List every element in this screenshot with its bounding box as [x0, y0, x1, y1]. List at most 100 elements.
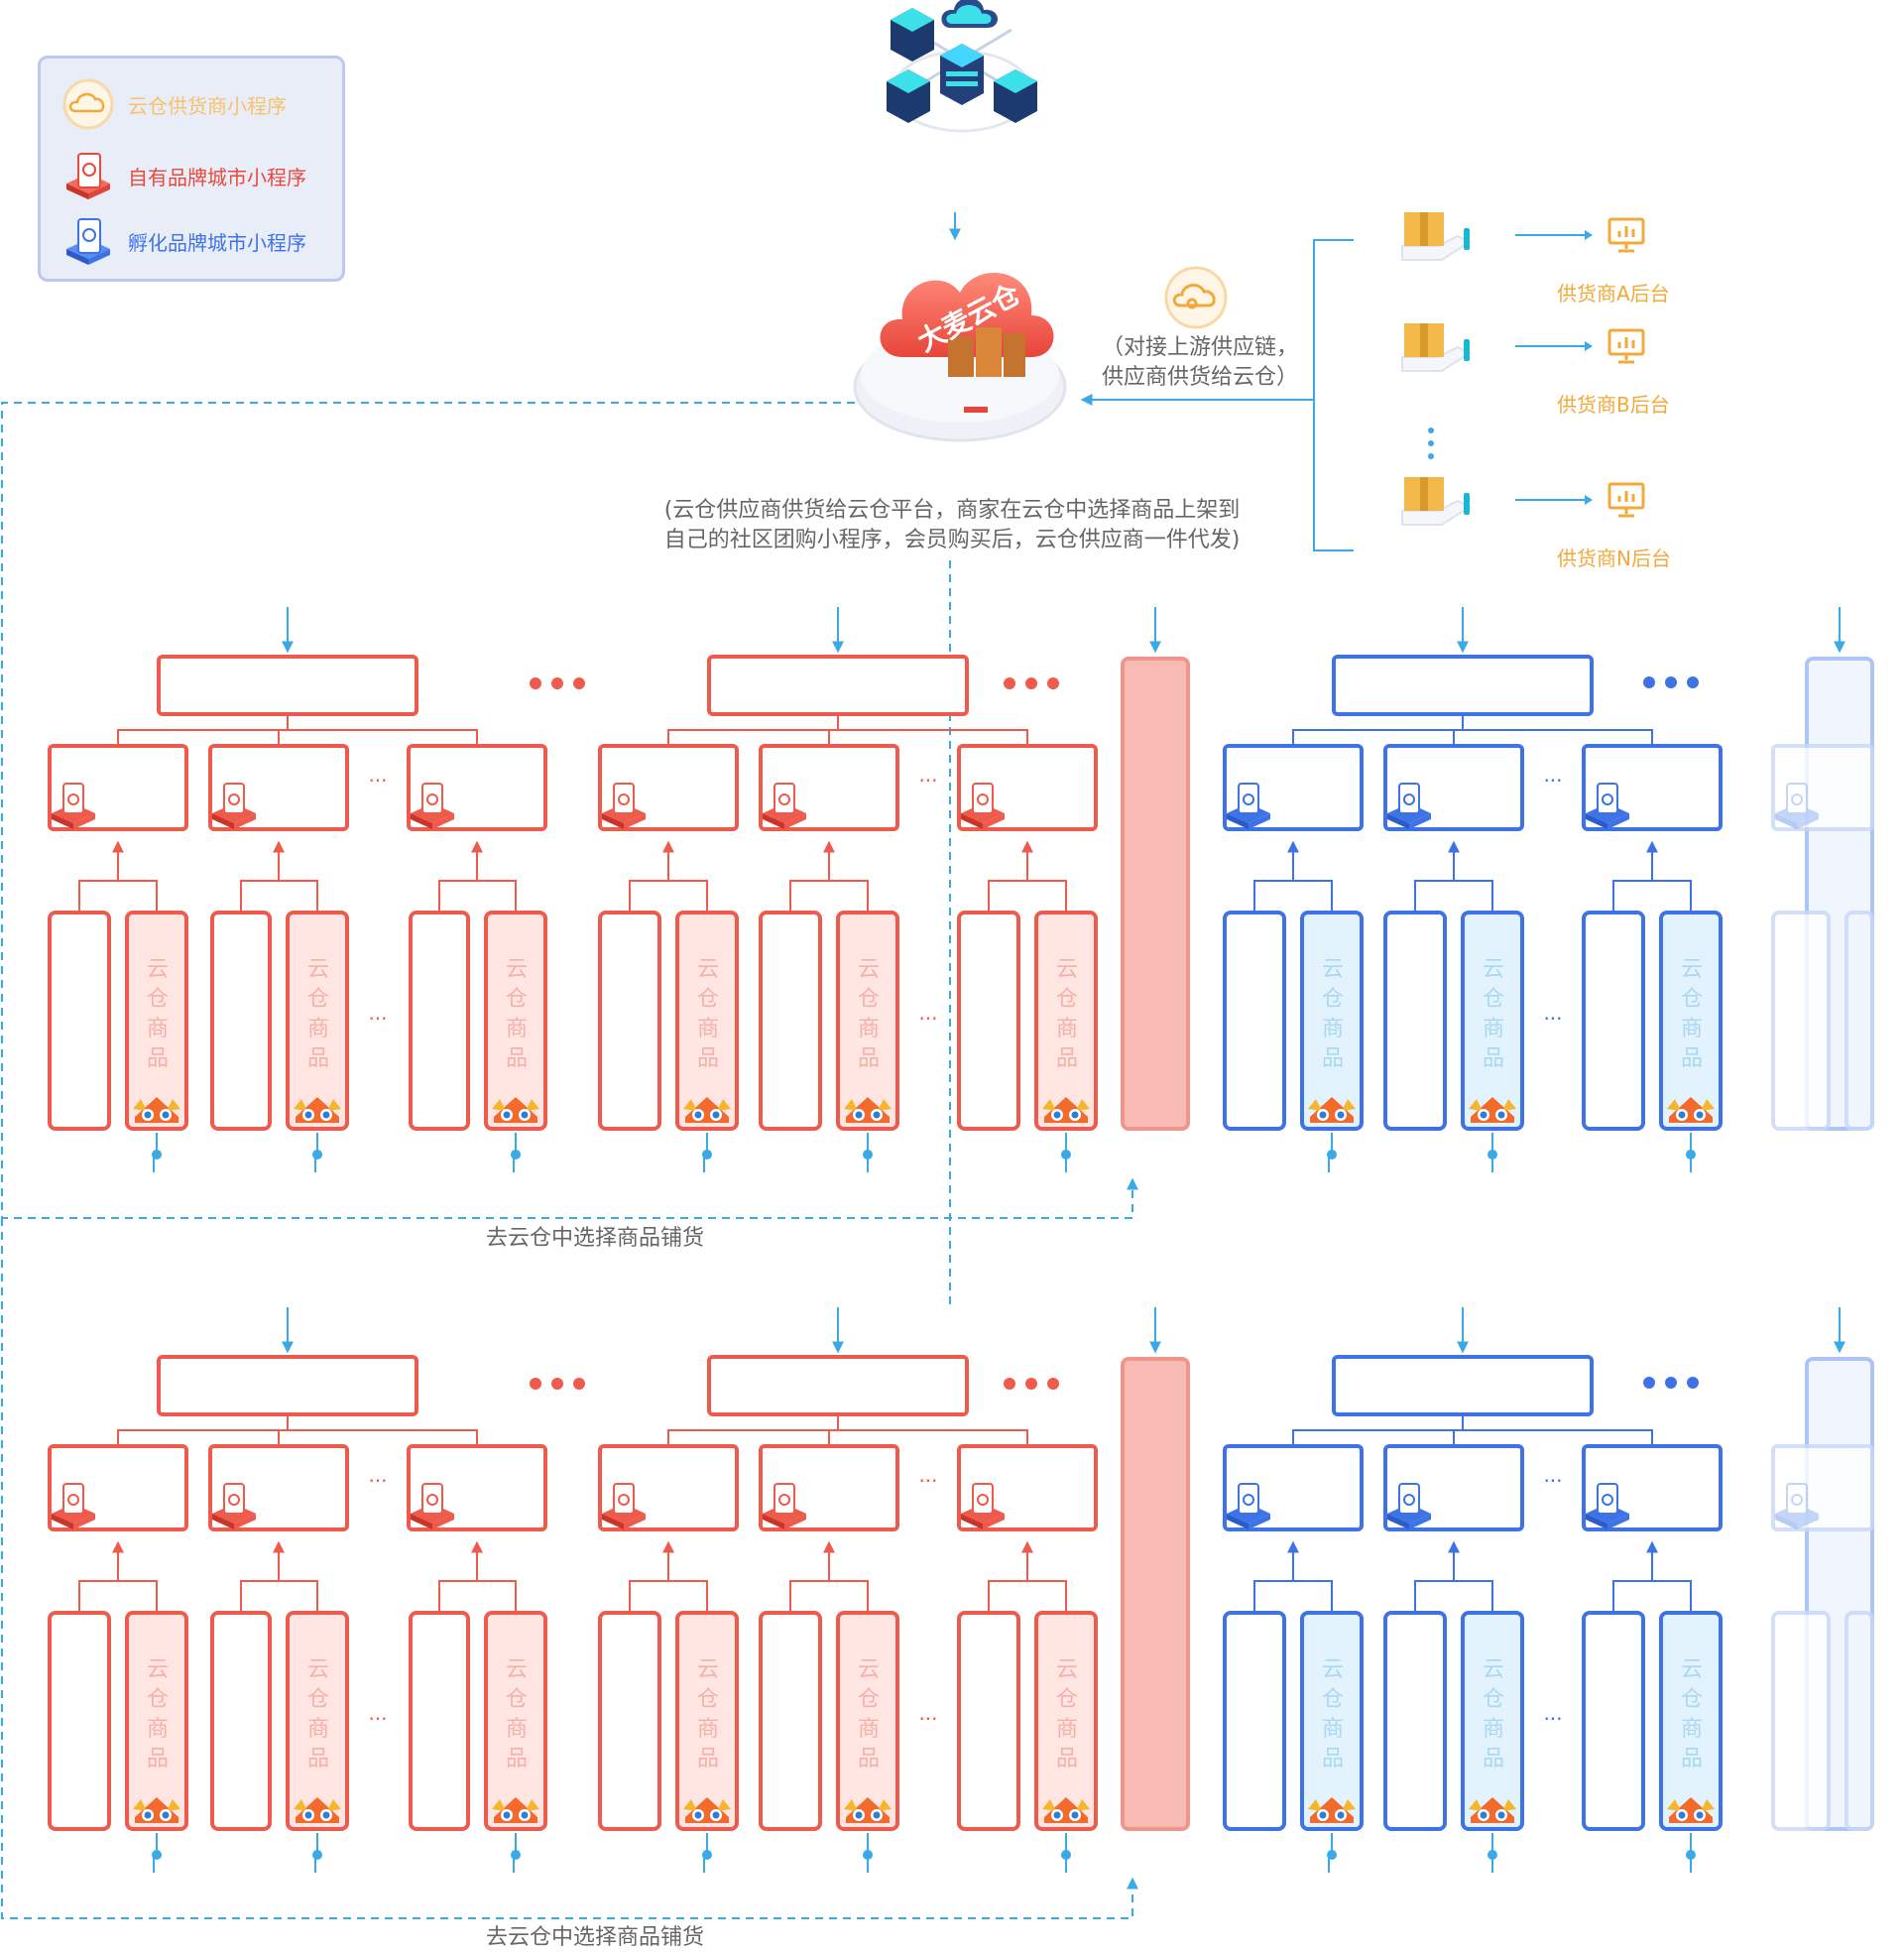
branch-line — [1612, 880, 1692, 913]
tall-red-bar — [1121, 657, 1190, 1131]
blue-phone-box-icon — [1227, 783, 1270, 829]
more-dots — [1643, 1377, 1655, 1389]
column-text: 云仓商品 — [307, 1657, 329, 1771]
store-column — [1223, 911, 1286, 1131]
faded-store-column — [1771, 1611, 1831, 1831]
mascot-face-icon — [844, 1097, 892, 1123]
red-phone-box-icon — [602, 1483, 646, 1529]
mascot-face-icon — [1469, 1097, 1516, 1123]
connector-dot — [511, 1850, 521, 1860]
blue-phone-box-icon — [1586, 1483, 1629, 1529]
mascot-face-icon — [294, 1097, 341, 1123]
supplier-label: 供货商B后台 — [1557, 393, 1670, 417]
branch-line — [438, 880, 517, 913]
red-phone-box-icon — [961, 1483, 1005, 1529]
blue-phone-box-icon — [1387, 783, 1431, 829]
section-caption: 去云仓中选择商品铺货 — [485, 1226, 704, 1251]
branch-line — [438, 1580, 517, 1613]
red-phone-box-icon — [763, 783, 806, 829]
connector-dot — [1686, 1850, 1696, 1860]
box-hand-icon — [1401, 212, 1473, 261]
column-text: 云仓商品 — [1322, 957, 1344, 1071]
legend-label: 云仓供货商小程序 — [128, 93, 287, 118]
ellipsis-text: ··· — [918, 1007, 937, 1031]
store-column — [759, 911, 822, 1131]
cloud-goods-column — [675, 1611, 739, 1831]
legend-panel: 云仓供货商小程序 自有品牌城市小程序 孵化品牌城市小程序 — [38, 56, 345, 282]
column-text: 云仓商品 — [147, 957, 169, 1071]
ellipsis-text: ··· — [918, 769, 937, 793]
cloud-goods-column — [836, 911, 899, 1131]
ellipsis-text: ··· — [368, 1469, 387, 1493]
column-text: 云仓商品 — [1681, 957, 1703, 1071]
column-text: 云仓商品 — [697, 957, 719, 1071]
more-dots — [1665, 676, 1677, 688]
cloud-link-icon — [62, 78, 114, 130]
ellipsis-text: ··· — [1543, 769, 1562, 793]
mascot-face-icon — [492, 1797, 539, 1823]
legend-item-own-brand: 自有品牌城市小程序 — [62, 150, 306, 201]
branch-line — [240, 880, 318, 913]
cloud-goods-column — [125, 1611, 188, 1831]
store-column — [1582, 911, 1645, 1131]
ellipsis-text: ··· — [1543, 1007, 1562, 1031]
cloud-goods-column — [1461, 1611, 1524, 1831]
cloud-goods-column — [836, 1611, 899, 1831]
column-text: 云仓商品 — [1483, 1657, 1504, 1771]
group-header-box — [157, 1355, 418, 1416]
connector-dot — [863, 1850, 873, 1860]
mascot-face-icon — [1667, 1097, 1715, 1123]
blue-phone-box-icon — [66, 218, 110, 265]
cloud-goods-column — [1300, 1611, 1364, 1831]
store-column — [957, 1611, 1020, 1831]
connector-dot — [312, 1150, 322, 1160]
blue-phone-box-icon — [1775, 1483, 1819, 1529]
store-column — [598, 1611, 661, 1831]
store-column — [1383, 1611, 1447, 1831]
red-phone-box-icon — [66, 153, 110, 199]
branch-line — [667, 1429, 1028, 1446]
store-column — [210, 1611, 272, 1831]
column-text: 云仓商品 — [1483, 957, 1504, 1071]
group-header-box — [1332, 1355, 1594, 1416]
group-header-box — [157, 655, 418, 716]
supply-caption: （对接上游供应链， 供应商供货给云仓） — [1081, 333, 1319, 393]
store-column — [957, 911, 1020, 1131]
platform-caption: (云仓供应商供货给云仓平台，商家在云仓中选择商品上架到 自己的社区团购小程序，会… — [605, 496, 1299, 555]
more-dots — [530, 677, 541, 689]
connector-dot — [1061, 1150, 1071, 1160]
store-column — [1383, 911, 1447, 1131]
store-column — [598, 911, 661, 1131]
branch-line — [1414, 880, 1493, 913]
legend-item-incubated-brand: 孵化品牌城市小程序 — [62, 215, 306, 267]
blue-phone-box-icon — [1227, 1483, 1270, 1529]
branch-line — [1253, 880, 1333, 913]
store-column — [409, 911, 470, 1131]
box-hand-icon — [1401, 477, 1473, 526]
monitor-chart-icon — [1607, 217, 1645, 253]
right-arrow — [1515, 495, 1593, 505]
branch-line — [240, 1580, 318, 1613]
group-header-box — [707, 1355, 969, 1416]
branch-line — [988, 880, 1067, 913]
branch-line — [667, 729, 1028, 746]
right-arrow — [1515, 230, 1593, 240]
store-column — [1223, 1611, 1286, 1831]
branch-line — [78, 880, 158, 913]
legend-label: 孵化品牌城市小程序 — [128, 230, 306, 255]
supplier-label: 供货商N后台 — [1557, 547, 1671, 570]
branch-line — [78, 1580, 158, 1613]
more-dots — [1687, 1377, 1699, 1389]
connector-dot — [1488, 1850, 1497, 1860]
store-column — [1582, 1611, 1645, 1831]
red-phone-box-icon — [961, 783, 1005, 829]
mascot-face-icon — [133, 1797, 180, 1823]
more-dots — [573, 1378, 585, 1390]
more-dots — [1687, 676, 1699, 688]
mascot-face-icon — [1308, 1097, 1356, 1123]
box-hand-icon — [1401, 323, 1473, 372]
store-column — [48, 1611, 111, 1831]
connector-dot — [863, 1150, 873, 1160]
more-dots — [1025, 677, 1037, 689]
